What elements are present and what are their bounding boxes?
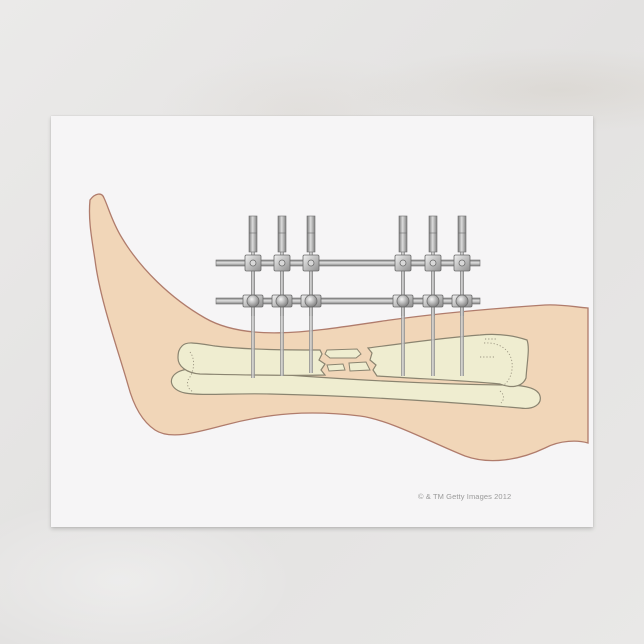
bone-fragment	[326, 363, 346, 372]
lower-connecting-rod	[215, 297, 481, 305]
bone-detail-dots	[187, 351, 195, 393]
upper-clamps	[244, 254, 471, 272]
bone-fragment	[348, 361, 371, 372]
pin-caps	[248, 215, 467, 253]
lower-clamps	[242, 294, 473, 308]
bone-detail-dots	[499, 390, 504, 404]
bone-fragment	[324, 348, 362, 359]
pin-shafts	[251, 266, 464, 316]
leg-skin	[88, 193, 589, 462]
copyright-credit: © & TM Getty Images 2012	[418, 492, 512, 501]
upper-connecting-rod	[215, 259, 481, 267]
external-fixator	[215, 215, 481, 378]
